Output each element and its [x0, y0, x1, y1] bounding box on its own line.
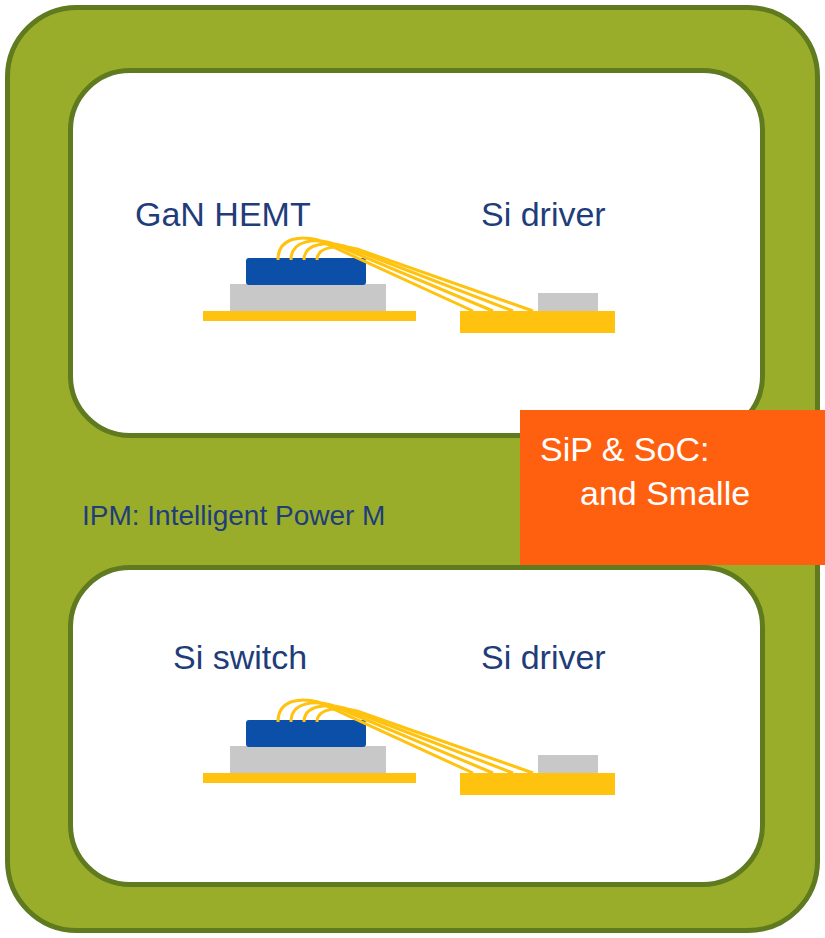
bond-wire [304, 706, 513, 773]
bond-wire [317, 247, 533, 311]
module-box: GaN HEMT Si driver [68, 68, 765, 438]
driver-pad [460, 311, 615, 333]
driver-pad [460, 773, 615, 795]
substrate [230, 746, 386, 773]
group-label: IPM: Intelligent Power M [82, 500, 385, 532]
part-label: Si driver [481, 638, 606, 677]
banner-text: and Smalle [580, 474, 750, 513]
callout-banner: SiP & SoC: and Smalle [520, 410, 825, 565]
module-box: Si switch Si driver [68, 565, 765, 887]
package-illustration [73, 570, 760, 882]
leadframe [203, 773, 416, 783]
part-label: GaN HEMT [135, 195, 311, 234]
part-label: Si driver [481, 195, 606, 234]
part-label: Si switch [173, 638, 307, 677]
power-die [246, 258, 366, 285]
banner-text: SiP & SoC: [540, 430, 709, 469]
driver-die [538, 293, 598, 311]
bond-wire [304, 244, 513, 311]
leadframe [203, 311, 416, 321]
package-illustration [73, 73, 760, 433]
driver-die [538, 755, 598, 773]
power-die [246, 720, 366, 747]
bond-wire [317, 709, 533, 773]
substrate [230, 284, 386, 311]
